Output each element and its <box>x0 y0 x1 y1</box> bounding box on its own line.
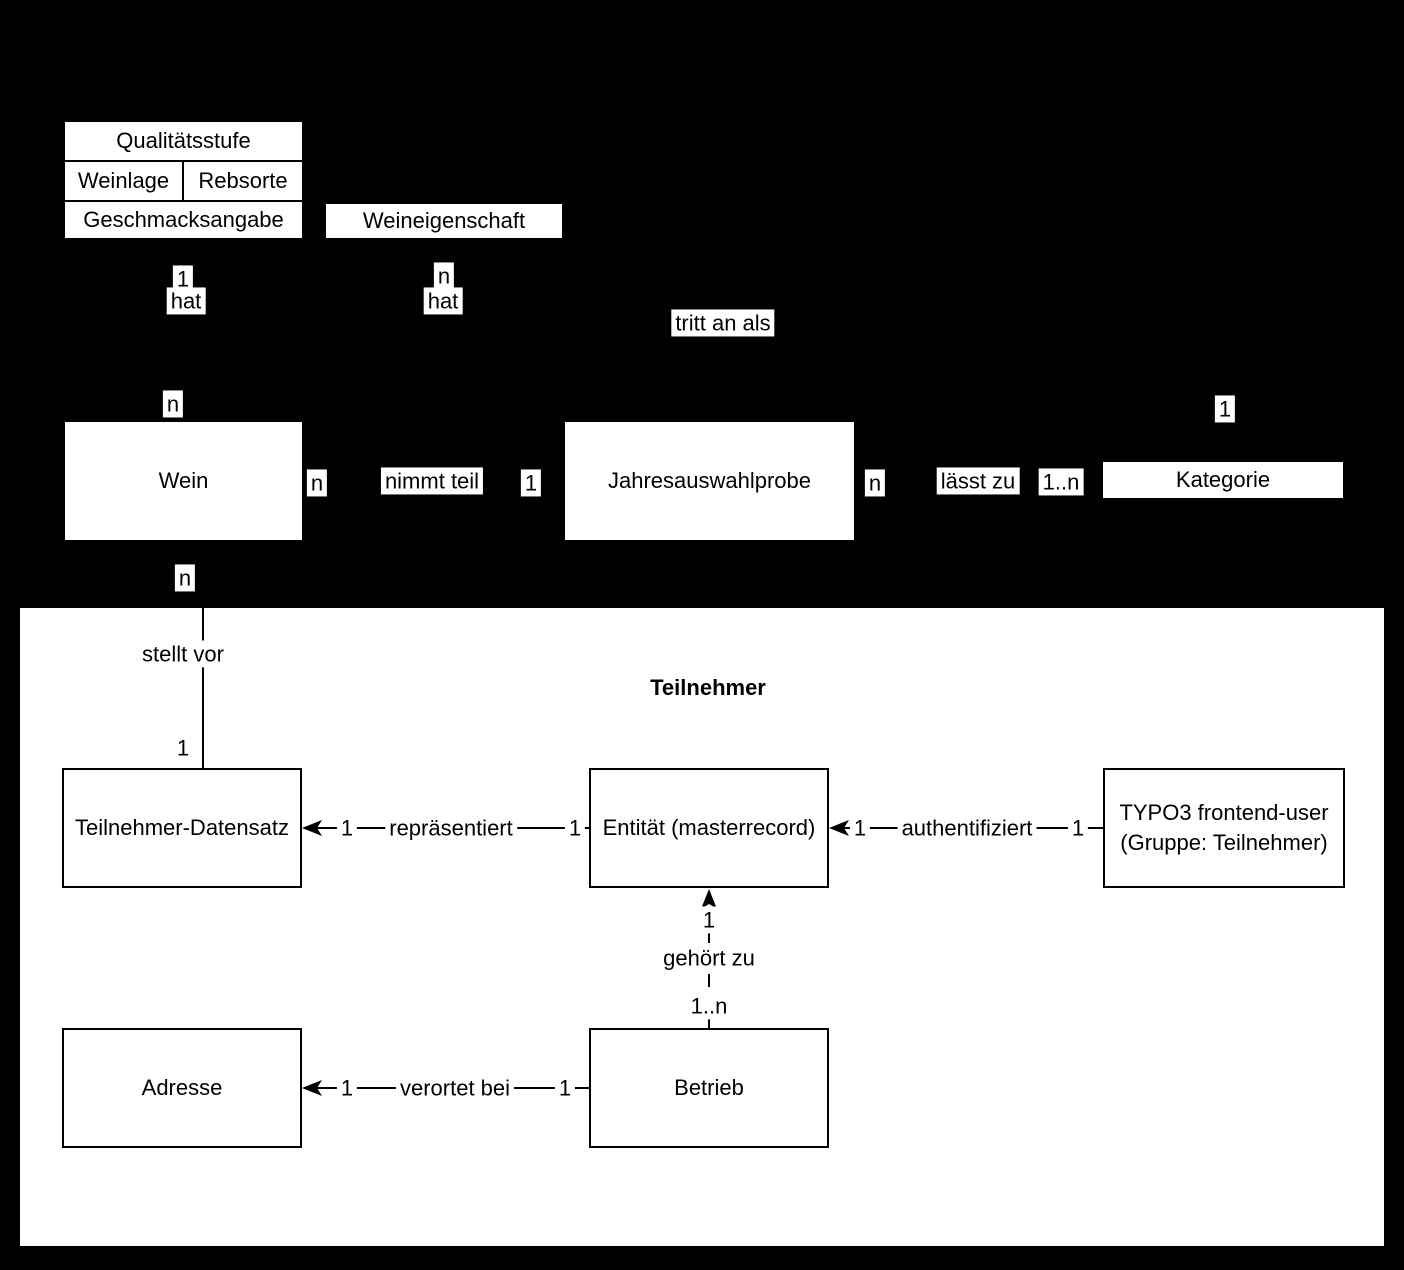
cardinality-authentifiziert-right: 1 <box>1067 814 1089 842</box>
attribute-stack: Qualitätsstufe Weinlage Rebsorte Geschma… <box>65 122 302 238</box>
entity-kategorie: Kategorie <box>1103 462 1343 498</box>
cardinality-gehoert-zu-top: 1 <box>698 906 720 934</box>
entity-teilnehmer-datensatz: Teilnehmer-Datensatz <box>62 768 302 888</box>
attribute-weineigenschaft: Weineigenschaft <box>326 204 562 238</box>
attribute-weinlage: Weinlage <box>65 162 182 200</box>
cardinality-kategorie-top: 1 <box>1214 395 1236 423</box>
cardinality-verortet-bei-right: 1 <box>554 1074 576 1102</box>
relationship-hat-rechts: hat <box>423 287 463 315</box>
entity-adresse-label: Adresse <box>141 1075 223 1101</box>
arrowhead-up-icon <box>701 889 717 909</box>
relationship-hat-links: hat <box>166 287 206 315</box>
attribute-geschmacksangabe: Geschmacksangabe <box>65 202 302 238</box>
entity-jahresauswahlprobe: Jahresauswahlprobe <box>565 422 854 540</box>
entity-entitaet-masterrecord-label: Entität (masterrecord) <box>602 815 816 841</box>
entity-adresse: Adresse <box>62 1028 302 1148</box>
cardinality-authentifiziert-left: 1 <box>849 814 871 842</box>
cardinality-nimmt-teil-right: 1 <box>520 469 542 497</box>
relationship-repraesentiert: repräsentiert <box>385 814 517 842</box>
boundary-title: Teilnehmer <box>650 675 766 700</box>
cardinality-repraesentiert-left: 1 <box>336 814 358 842</box>
relationship-gehoert-zu: gehört zu <box>659 944 759 972</box>
cardinality-gehoert-zu-bottom: 1..n <box>686 992 732 1020</box>
arrowhead-left-icon <box>302 1080 322 1096</box>
teilnehmer-boundary: stellt vor 1 Teilnehmer Teilnehmer-Daten… <box>20 608 1384 1246</box>
entity-betrieb-label: Betrieb <box>674 1075 744 1101</box>
relationship-nimmt-teil: nimmt teil <box>380 467 484 495</box>
relationship-stellt-vor: stellt vor <box>138 640 228 668</box>
entity-betrieb: Betrieb <box>589 1028 829 1148</box>
cardinality-hat-links: 1 <box>172 265 194 293</box>
cardinality-repraesentiert-right: 1 <box>564 814 586 842</box>
cardinality-verortet-bei-left: 1 <box>336 1074 358 1102</box>
cardinality-laesst-zu-right: 1..n <box>1038 468 1084 496</box>
cardinality-jahresauswahlprobe-right: n <box>864 469 886 497</box>
arrowhead-left-icon <box>829 820 849 836</box>
arrowhead-left-icon <box>302 820 322 836</box>
entity-teilnehmer-datensatz-label: Teilnehmer-Datensatz <box>75 815 289 841</box>
relationship-verortet-bei: verortet bei <box>395 1074 515 1102</box>
relationship-authentifiziert: authentifiziert <box>897 814 1037 842</box>
cardinality-wein-top: n <box>162 390 184 418</box>
cardinality-stellt-vor-bottom: 1 <box>172 734 194 762</box>
entity-typo3-line1: TYPO3 frontend-user <box>1119 800 1329 826</box>
cardinality-wein-bottom: n <box>174 564 196 592</box>
stellt-vor-line <box>202 608 204 768</box>
entity-entitaet-masterrecord: Entität (masterrecord) <box>589 768 829 888</box>
entity-typo3-line2: (Gruppe: Teilnehmer) <box>1120 830 1328 855</box>
cardinality-hat-rechts: n <box>433 262 455 290</box>
cardinality-wein-right: n <box>306 469 328 497</box>
entity-wein: Wein <box>65 422 302 540</box>
relationship-tritt-an-als: tritt an als <box>671 309 775 337</box>
attribute-rebsorte: Rebsorte <box>184 162 302 200</box>
entity-typo3-frontend-user: TYPO3 frontend-user (Gruppe: Teilnehmer) <box>1103 768 1345 888</box>
attribute-qualitaetsstufe: Qualitätsstufe <box>65 122 302 160</box>
relationship-laesst-zu: lässt zu <box>936 467 1020 495</box>
